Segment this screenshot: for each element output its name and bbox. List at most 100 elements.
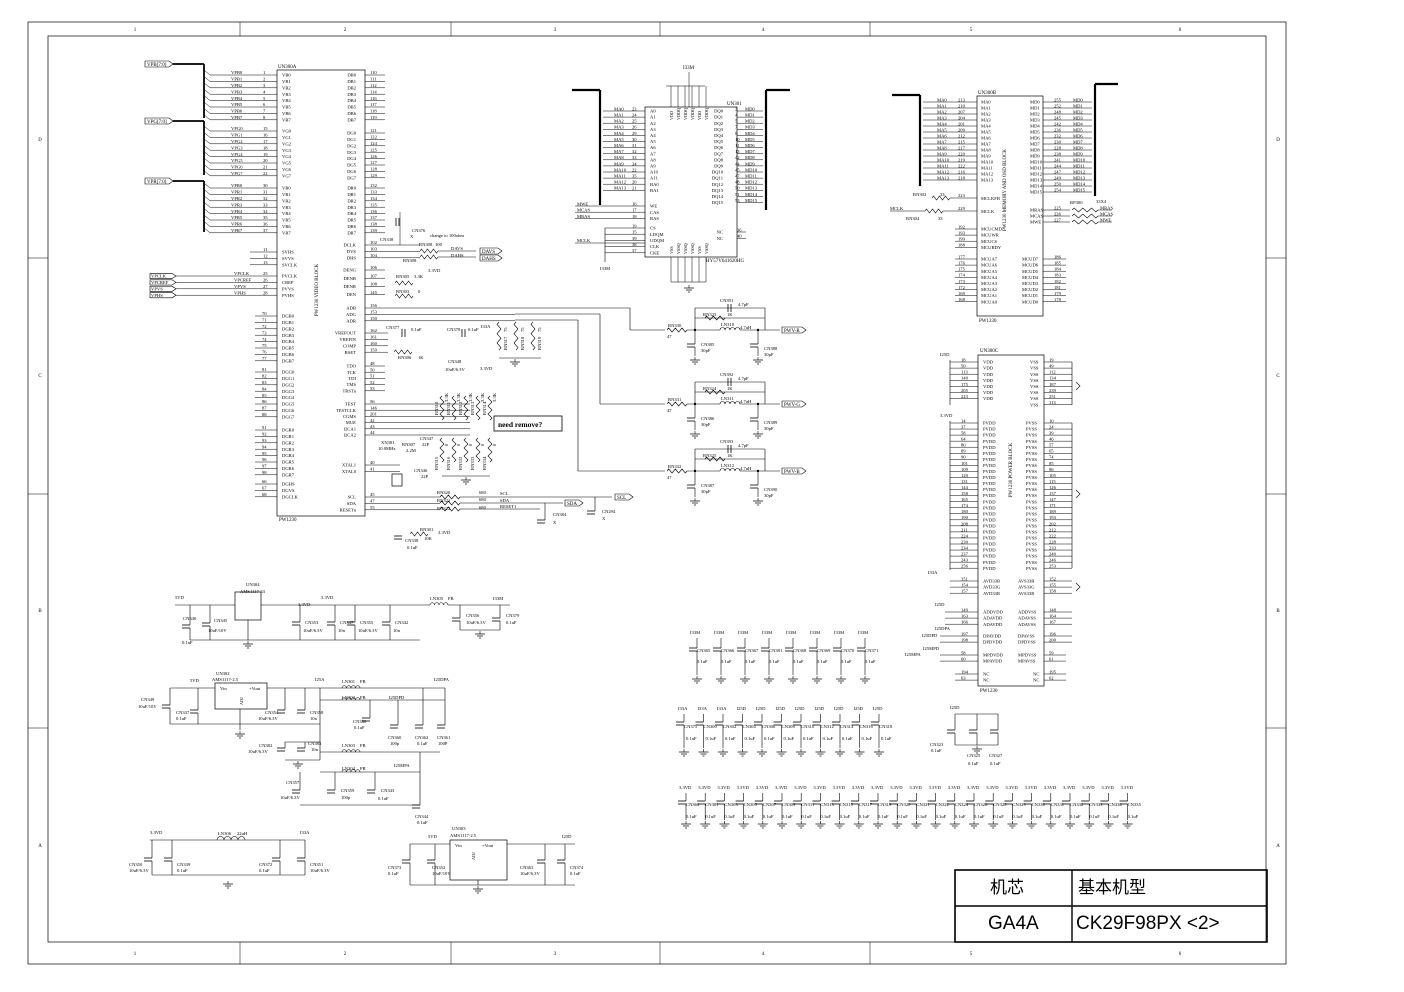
pin-number: 85 [262,393,267,398]
net-md: MD0 [745,106,755,111]
pin-name: DPDVDD [983,640,1003,645]
pin-name: I2CA1 [343,426,356,431]
ref-cn: CN392 [720,372,734,377]
ref-cap: CN372 [259,862,273,867]
net-md: MD11 [1073,163,1086,168]
val-01uf: 0.1uF [801,814,812,819]
pin-number: 135 [370,202,378,207]
pin-number: 10 [735,137,740,142]
un301-part: HY57V641620HG [706,259,744,264]
val-fb: FB [448,596,454,601]
pin-name: CREF [282,280,294,285]
pin-number: 240 [1049,552,1057,557]
pin-name-pvdd: PVDD [983,433,996,438]
ref-decap: CN324 [955,802,969,807]
pin-name: DGB3 [282,333,295,338]
ref-decap: CN365 [697,648,711,653]
pin-number: 144 [961,485,969,490]
pin-name-pvss: PVSS [1026,566,1037,571]
pin-number: 127 [370,160,378,165]
pin-name: MPDVDD [983,653,1004,658]
ref-pullup: RN312 [458,401,463,415]
vdd-pin: VDD [697,111,702,120]
pin-number: 254 [1054,187,1062,192]
net-label: VPR4 [231,209,243,214]
pin-name: MCURDY [981,245,1002,250]
net-md: MD14 [1073,181,1086,186]
pin-number: 247 [1054,169,1062,174]
val-01uf: 0.1uF [803,736,814,741]
pin-name: MCUD2 [1022,287,1039,292]
pin-name: DB0 [347,73,356,78]
val-fb: FB [360,695,366,700]
ref-rn: RN323 [703,312,717,317]
net-label: VPG4 [231,152,243,157]
pin-name: VR5 [282,218,291,223]
pin-name-pvss: PVSS [1026,469,1037,474]
pin-number: 189 [1049,509,1057,514]
pin-number: 165 [961,497,969,502]
pin-name: DQ10 [712,170,724,175]
pin-number: 68 [262,492,267,497]
pin-name: DQ5 [714,139,724,144]
net-label: VPHS [151,293,163,298]
pin-number: 92 [262,432,267,437]
pin-number: 21 [263,165,268,170]
pin-number: 48 [370,361,375,366]
val-cap: 10uF/6.3V [310,868,330,873]
pin-number: 18 [263,145,268,150]
ground-arrow [1075,582,1081,592]
resistor-symbol [475,437,481,463]
pin-number: 49 [1049,364,1054,369]
ref-decap: CN312 [821,724,835,729]
pin-name: DB2 [347,85,356,90]
bus-entry [203,76,211,82]
val-4.7uh: 4.7uH [740,399,752,404]
net-ma: MA6 [937,133,947,138]
val-01uf: 0.1uF [974,814,985,819]
pin-number: 183 [1054,273,1062,278]
val-01uf: 0.1uF [378,796,389,801]
pin-number: 218 [958,175,966,180]
net-ma: MA2 [614,119,624,124]
bus-entry [203,132,211,138]
pin-name: DGR3 [282,447,295,452]
pin-name-vss: VSS [1030,372,1039,377]
val-pulldown: 0 [444,443,449,446]
val-rn304: 33 [938,216,943,221]
net-33vd: 3.3VD [929,785,942,790]
net-ma: MA1 [614,113,624,118]
pin-number: 87 [262,406,267,411]
pin-number: 36 [737,227,742,232]
pin-number: 25 [632,119,637,124]
net-33vd: 3.3VD [737,785,750,790]
pin-number: 131 [961,479,969,484]
bus-entry [203,208,211,214]
pin-number: 145 [370,290,378,295]
val-01uf: 0.1uF [782,814,793,819]
pin-number: 25 [263,271,268,276]
inductor-ln305 [429,602,449,606]
pin-name-vdd: VDD [983,366,994,371]
val-1k: 1K [727,453,733,458]
pin-name: AVD33R [983,591,1001,596]
pin-name: DQ12 [712,182,724,187]
pin-name: MCUCS [981,239,998,244]
ref-cn379: CN379 [506,613,520,618]
pin-number: 174 [961,503,969,508]
pin-name: DGVS [282,488,295,493]
val-01uf: 0.1uF [763,814,774,819]
pin-name: VB7 [282,117,291,122]
net-33vd: 3.3VD [298,602,311,607]
pin-name: PVCLK [282,274,298,279]
resistor-symbol [530,321,536,351]
inductor-symbol [341,769,361,773]
pin-name: MA7 [981,142,991,147]
ref-decap: CN311 [801,802,815,807]
tag-davs [479,247,503,255]
frame-col-number: 3 [554,28,557,33]
val-01uf: 0.1uF [936,814,947,819]
pin-number: 204 [958,115,966,120]
net-ma: MA3 [614,125,624,130]
net-mclk: MCLK [890,206,904,211]
